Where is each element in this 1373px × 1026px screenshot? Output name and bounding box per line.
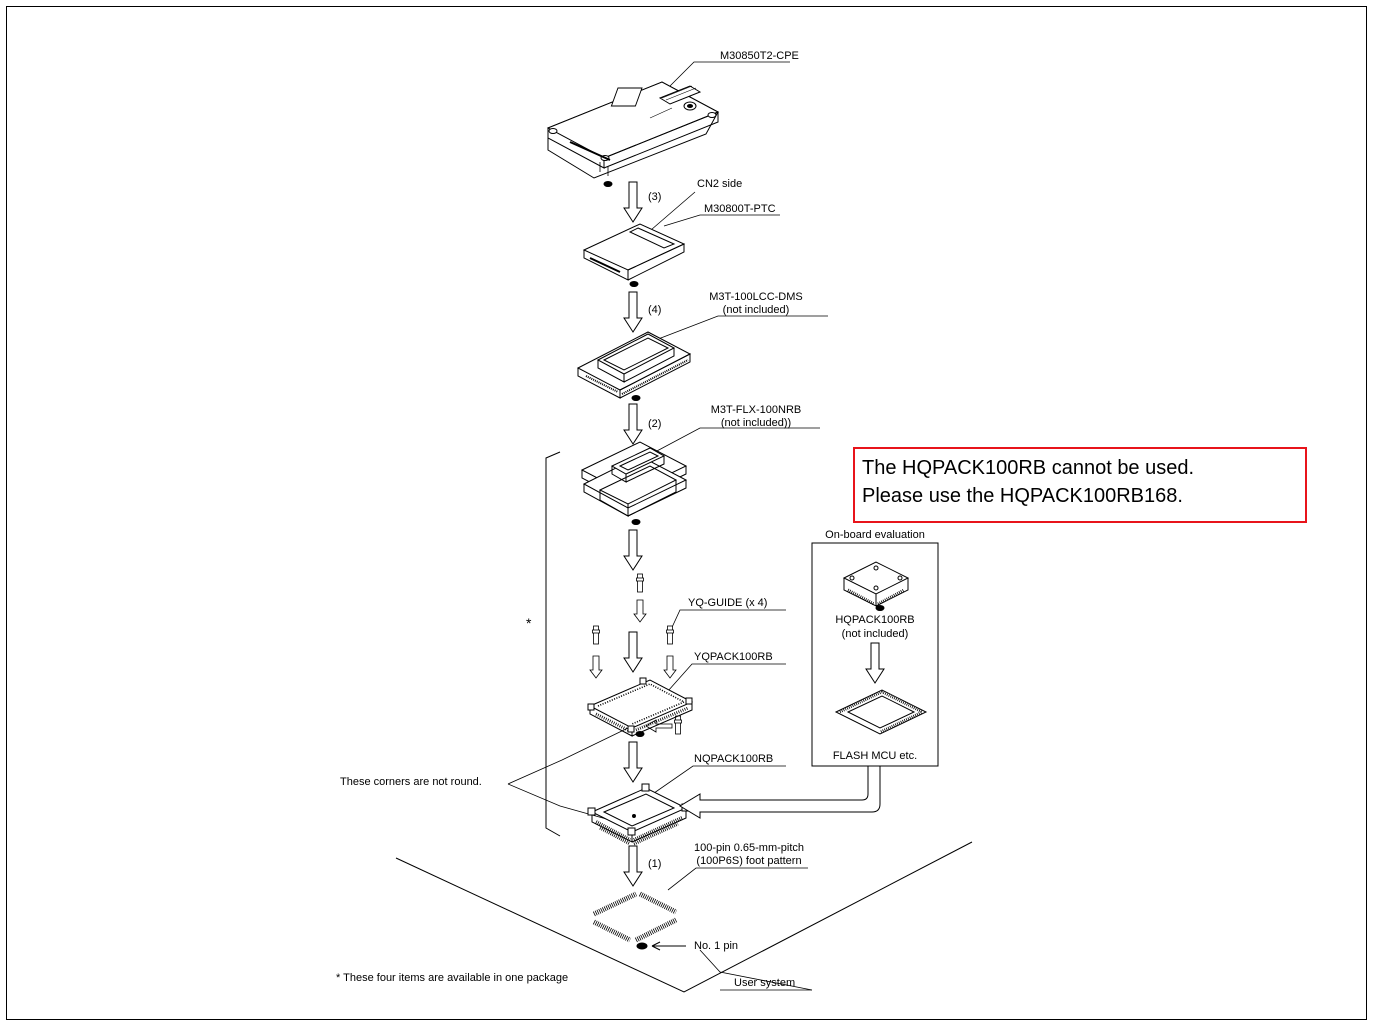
arrow-step-1	[623, 845, 643, 887]
guide-arrow	[633, 599, 647, 623]
cpe-board	[546, 81, 720, 179]
label-flx: M3T-FLX-100NRB	[710, 404, 802, 416]
arrow-guide-down	[623, 631, 643, 673]
label-step-3: (3)	[648, 191, 662, 203]
guide-arrow	[589, 655, 603, 679]
ptc-board	[582, 223, 686, 281]
label-no1-pin: No. 1 pin	[694, 940, 739, 952]
arrow-step-4	[623, 291, 643, 333]
label-hqpack-note: (not included)	[841, 628, 909, 640]
pin1-marker	[603, 181, 613, 187]
arrow-yq-down	[623, 741, 643, 783]
label-foot-line2: (100P6S) foot pattern	[696, 855, 802, 867]
foot-pattern	[592, 891, 678, 943]
no1-pin-dot	[636, 942, 648, 950]
label-onboard-title: On-board evaluation	[825, 529, 925, 541]
label-corners: These corners are not round.	[340, 776, 482, 788]
label-step-2: (2)	[648, 418, 662, 430]
label-cpe: M30850T2-CPE	[720, 50, 799, 62]
no1-pin-arrow	[651, 941, 686, 951]
flx-adapter	[580, 441, 688, 517]
label-user-system: User system	[734, 977, 796, 989]
label-ptc: M30800T-PTC	[704, 203, 776, 215]
user-system-plane	[395, 841, 973, 993]
label-foot-line1: 100-pin 0.65-mm-pitch	[693, 842, 805, 854]
dms-adapter	[576, 331, 692, 399]
label-yqpack: YQPACK100RB	[694, 651, 773, 663]
onboard-to-nqpack-arrow	[679, 765, 881, 819]
notice-box: The HQPACK100RB cannot be used. Please u…	[853, 447, 1307, 523]
label-asterisk: *	[526, 615, 532, 631]
label-cn2-side: CN2 side	[697, 178, 743, 190]
arrow-step-3	[623, 181, 643, 223]
guide-pin	[592, 625, 600, 645]
notice-line-2: Please use the HQPACK100RB168.	[862, 485, 1183, 507]
label-yq-guide: YQ-GUIDE (x 4)	[688, 597, 768, 609]
label-footnote: * These four items are available in one …	[336, 972, 569, 984]
label-flash-mcu: FLASH MCU etc.	[832, 750, 918, 762]
notice-line-1: The HQPACK100RB cannot be used.	[862, 457, 1195, 479]
package-bracket	[545, 451, 561, 837]
label-nqpack: NQPACK100RB	[694, 753, 774, 765]
nqpack-socket	[587, 783, 690, 846]
hqpack-chip	[842, 561, 910, 607]
guide-pin	[666, 625, 674, 645]
label-step-1: (1)	[648, 858, 662, 870]
flash-mcu-chip	[834, 689, 928, 735]
diagram-frame	[6, 6, 1367, 1020]
label-step-4: (4)	[648, 304, 662, 316]
guide-pin	[674, 715, 682, 735]
label-dms: M3T-100LCC-DMS	[709, 291, 803, 303]
label-dms-note: (not included)	[722, 304, 790, 316]
arrow-step-2	[623, 403, 643, 445]
guide-pin	[636, 573, 644, 593]
guide-arrow	[663, 655, 677, 679]
label-hqpack: HQPACK100RB	[835, 614, 915, 626]
leader-lines	[507, 61, 828, 991]
arrow-flx-down	[623, 529, 643, 571]
yqpack-socket	[587, 677, 694, 737]
label-flx-note: (not included))	[720, 417, 792, 429]
